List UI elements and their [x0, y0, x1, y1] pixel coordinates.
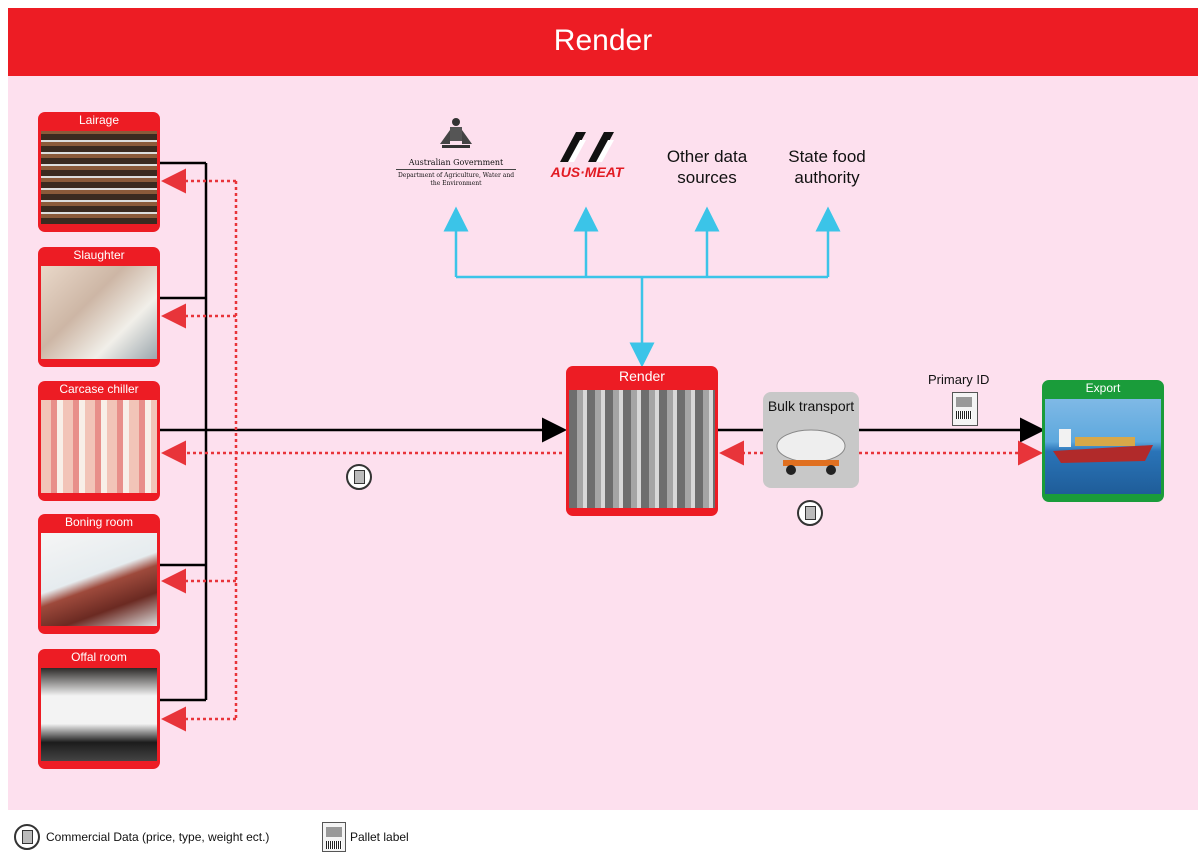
stage-lairage-title: Lairage [78, 113, 120, 127]
bulk-transport-label: Bulk transport [767, 398, 855, 414]
pallet-label-icon [952, 392, 978, 426]
state-food-authority: State food authority [788, 147, 866, 187]
legend-pallet-label: Pallet label [350, 830, 409, 844]
coat-of-arms-icon [440, 118, 472, 148]
data-return-lines [161, 168, 1043, 732]
australian-government-logo: Australian Government Department of Agri… [396, 116, 516, 188]
export-box-title: Export [1085, 381, 1121, 395]
render-plant-photo [569, 390, 715, 508]
render-box: Render [566, 366, 718, 516]
commercial-data-icon [797, 500, 823, 526]
stage-offal-room-title: Offal room [71, 650, 127, 664]
stage-carcase-chiller-title: Carcase chiller [59, 382, 139, 396]
stage-lairage: Lairage [38, 112, 160, 232]
bulk-transport-box: Bulk transport [763, 392, 859, 488]
cargo-ship-icon [1053, 429, 1153, 463]
primary-id-label: Primary ID [928, 372, 990, 387]
ausmeat-logo: AUS·MEAT [542, 130, 632, 190]
stage-slaughter: Slaughter [38, 247, 160, 367]
slaughter-photo [41, 266, 157, 359]
lairage-photo [41, 131, 157, 224]
stage-carcase-chiller: Carcase chiller [38, 381, 160, 501]
legend-pallet-label-icon [322, 822, 346, 852]
export-box: Export [1042, 380, 1164, 502]
carcase-chiller-photo [41, 400, 157, 493]
commercial-data-icon [346, 464, 372, 490]
render-box-title: Render [619, 368, 665, 384]
stage-slaughter-title: Slaughter [73, 248, 125, 262]
ausmeat-mark-icon [560, 132, 614, 162]
legend-commercial-data-icon [14, 824, 40, 850]
export-ship-photo [1045, 399, 1161, 494]
other-data-sources: Other data sources [666, 147, 748, 187]
legend-commercial-data: Commercial Data (price, type, weight ect… [46, 830, 270, 844]
boning-room-photo [41, 533, 157, 626]
reporting-lines [443, 206, 841, 368]
stage-offal-room: Offal room [38, 649, 160, 769]
page-title: Render [8, 8, 1198, 76]
product-flow-lines [160, 161, 1045, 702]
gov-line1: Australian Government [408, 158, 504, 167]
offal-room-photo [41, 668, 157, 761]
stage-boning-room: Boning room [38, 514, 160, 634]
tanker-truck-icon [776, 429, 846, 475]
gov-line2: Department of Agriculture, Water and the… [396, 169, 516, 188]
stage-boning-room-title: Boning room [64, 515, 134, 529]
ausmeat-label: AUS·MEAT [550, 164, 624, 180]
